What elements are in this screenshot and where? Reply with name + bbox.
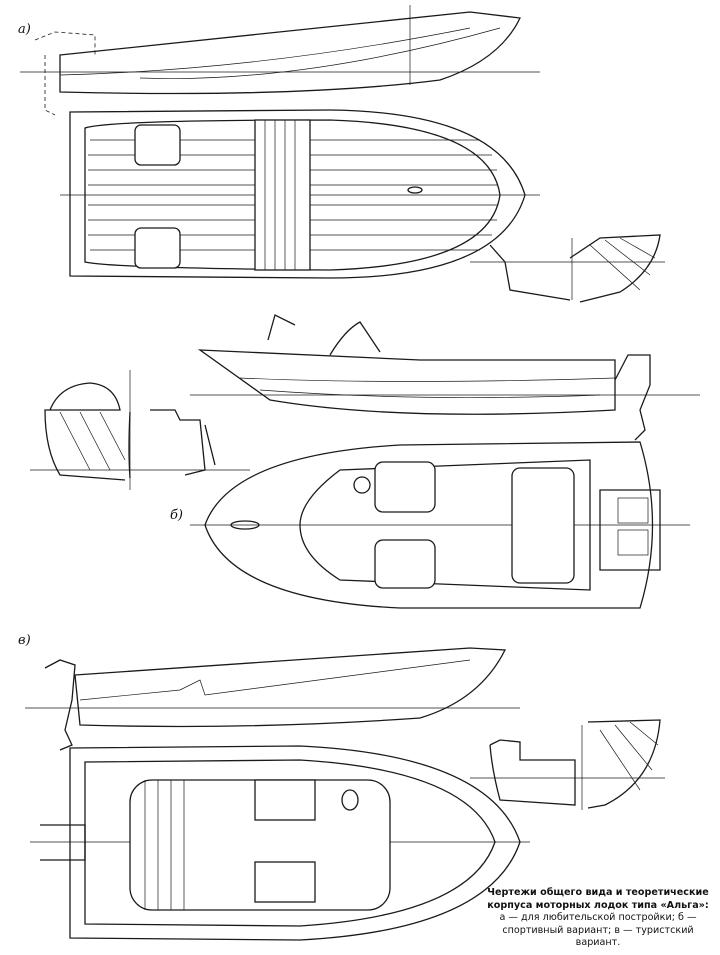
boat-a-section [470,234,665,303]
boat-b-top-view [190,441,690,609]
caption-title-line1: Чертежи общего вида и теоретические [487,887,709,898]
boat-a-top-view [60,109,540,279]
boat-c-side-view [25,647,520,751]
boat-c-section [470,719,665,810]
caption-line3: а — для любительской постройки; б — [499,912,697,923]
caption-title-line2: корпуса моторных лодок типа «Альга»: [487,899,709,911]
figure-caption: Чертежи общего вида и теоретические корп… [478,887,718,950]
boat-a-side-view [20,5,540,116]
caption-line4: спортивный вариант; в — туристский [502,924,694,936]
boat-b-section [30,370,250,490]
boat-c-top-view [30,745,530,941]
label-variant-a: а) [18,22,31,37]
label-variant-b: б) [170,508,184,523]
caption-line5: вариант. [575,937,621,948]
boat-b-side-view [190,314,700,441]
label-variant-c: в) [18,633,31,648]
